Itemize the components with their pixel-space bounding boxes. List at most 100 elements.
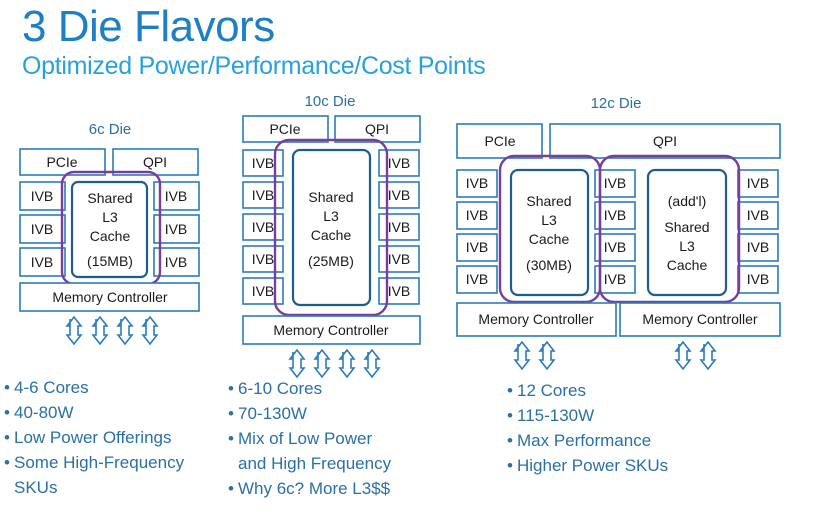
die-6c-core-label: IVB: [165, 188, 188, 204]
slide-title: 3 Die Flavors: [22, 2, 275, 51]
die-12c-core: [456, 265, 498, 294]
die-10c-cache-line: (25MB): [308, 253, 354, 269]
die-12c-core-label: IVB: [466, 175, 489, 191]
double-arrow-icon: [700, 341, 716, 370]
die-12c-bullets: 12 Cores 115-130W Max Performance Higher…: [507, 378, 668, 478]
bullet-item: 40-80W: [4, 400, 184, 425]
die-10c-qpi: [334, 115, 421, 143]
die-12c-core-label: IVB: [466, 239, 489, 255]
die-10c-title: 10c Die: [305, 93, 356, 110]
die-12c-core-label: IVB: [747, 271, 770, 287]
double-arrow-icon: [117, 316, 133, 345]
die-12c-core-label: IVB: [604, 207, 627, 223]
die-12c-pcie: [456, 123, 543, 159]
bullet-item: 6-10 Cores: [228, 376, 391, 401]
bullet-item: 4-6 Cores: [4, 375, 184, 400]
die-6c-core: [19, 214, 66, 244]
die-12c-core-label: IVB: [466, 271, 489, 287]
bullet-item: Higher Power SKUs: [507, 453, 668, 478]
die-10c-cache-line: L3: [323, 208, 339, 224]
die-6c-memory-controller: [19, 282, 200, 312]
die-12c-core: [456, 201, 498, 230]
die-10c-core: [378, 213, 420, 241]
die-12c-cache-line: Cache: [529, 231, 570, 247]
double-arrow-icon: [514, 341, 530, 370]
die-10c-l3-cache: [291, 148, 372, 307]
die-10c-core-label: IVB: [388, 251, 411, 267]
die-12c-cache2-line: (add'l): [668, 193, 706, 209]
double-arrow-icon: [66, 316, 82, 345]
die-6c-core: [153, 214, 200, 244]
die-6c-l3-cache: [70, 180, 149, 279]
die-6c-cache-line: Shared: [87, 190, 132, 206]
die-12c-core-label: IVB: [747, 207, 770, 223]
die-12c-cache2-line: Cache: [667, 257, 708, 273]
die-6c-cache-line: (15MB): [87, 253, 133, 269]
double-arrow-icon: [675, 341, 691, 370]
die-12c-core: [456, 169, 498, 198]
die-10c-core: [378, 277, 420, 305]
die-6c-core-label: IVB: [165, 221, 188, 237]
die-6c-core-label: IVB: [165, 254, 188, 270]
die-6c-core-label: IVB: [31, 221, 54, 237]
die-12c-cache2-line: L3: [679, 238, 695, 254]
die-10c-core: [242, 245, 284, 273]
double-arrow-icon: [339, 349, 355, 378]
die-12c-title: 12c Die: [591, 95, 642, 112]
die-12c-core: [594, 169, 636, 198]
die-10c-core: [242, 213, 284, 241]
die-12c-memory-controller-label: Memory Controller: [478, 311, 593, 327]
bullet-item-continued: SKUs: [14, 478, 58, 497]
die-12c-core: [594, 265, 636, 294]
die-6c-core-label: IVB: [31, 254, 54, 270]
die-6c-qpi-label: QPI: [143, 154, 167, 170]
die-10c-core-label: IVB: [252, 155, 275, 171]
die-10c-ring: [273, 138, 389, 317]
die-6c-memory-controller-label: Memory Controller: [52, 289, 167, 305]
die-10c-core: [378, 245, 420, 273]
die-6c-cache-line: Cache: [90, 228, 131, 244]
die-6c-bullets: 4-6 Cores 40-80W Low Power Offerings Som…: [4, 375, 184, 500]
die-10c-core-label: IVB: [388, 187, 411, 203]
die-12c-cache2-line: Shared: [664, 219, 709, 235]
die-10c-cache-line: Shared: [308, 189, 353, 205]
die-10c-core-label: IVB: [252, 283, 275, 299]
die-10c-core: [378, 149, 420, 177]
die-12c-memory-controller-label: Memory Controller: [642, 311, 757, 327]
die-10c-pcie-label: PCIe: [269, 121, 300, 137]
die-6c-core: [153, 247, 200, 277]
die-12c-addl-l3-cache: [646, 168, 728, 297]
die-10c-core: [242, 277, 284, 305]
die-10c-core-label: IVB: [388, 155, 411, 171]
die-12c-core: [737, 265, 779, 294]
die-10c-memory-controller: [242, 315, 421, 345]
die-6c-cache-line: L3: [102, 209, 118, 225]
bullet-item: 12 Cores: [507, 378, 668, 403]
die-6c-title: 6c Die: [89, 121, 132, 138]
die-12c-core-label: IVB: [604, 175, 627, 191]
die-12c-core-label: IVB: [604, 271, 627, 287]
die-10c-core-label: IVB: [252, 251, 275, 267]
bullet-item: Why 6c? More L3$$: [228, 476, 391, 501]
die-12c-cache-line: Shared: [526, 193, 571, 209]
die-10c-core-label: IVB: [252, 219, 275, 235]
die-6c: 6c Die PCIe QPI IVB IVB IVB IVB IVB IVB …: [19, 121, 200, 345]
die-10c-memory-controller-label: Memory Controller: [273, 322, 388, 338]
double-arrow-icon: [289, 349, 305, 378]
die-12c-cache-line: (30MB): [526, 257, 572, 273]
die-12c-core-label: IVB: [747, 175, 770, 191]
die-6c-core: [153, 181, 200, 211]
die-10c-core: [242, 181, 284, 209]
bullet-item: Low Power Offerings: [4, 425, 184, 450]
die-12c-core: [594, 201, 636, 230]
die-12c-pcie-label: PCIe: [484, 133, 515, 149]
bullet-item: 70-130W: [228, 401, 391, 426]
die-12c-qpi-label: QPI: [653, 133, 677, 149]
die-12c-core: [456, 233, 498, 262]
die-10c-cache-line: Cache: [311, 227, 352, 243]
bullet-item: 115-130W: [507, 403, 668, 428]
double-arrow-icon: [364, 349, 380, 378]
die-10c-core: [378, 181, 420, 209]
die-12c-qpi: [549, 123, 781, 159]
